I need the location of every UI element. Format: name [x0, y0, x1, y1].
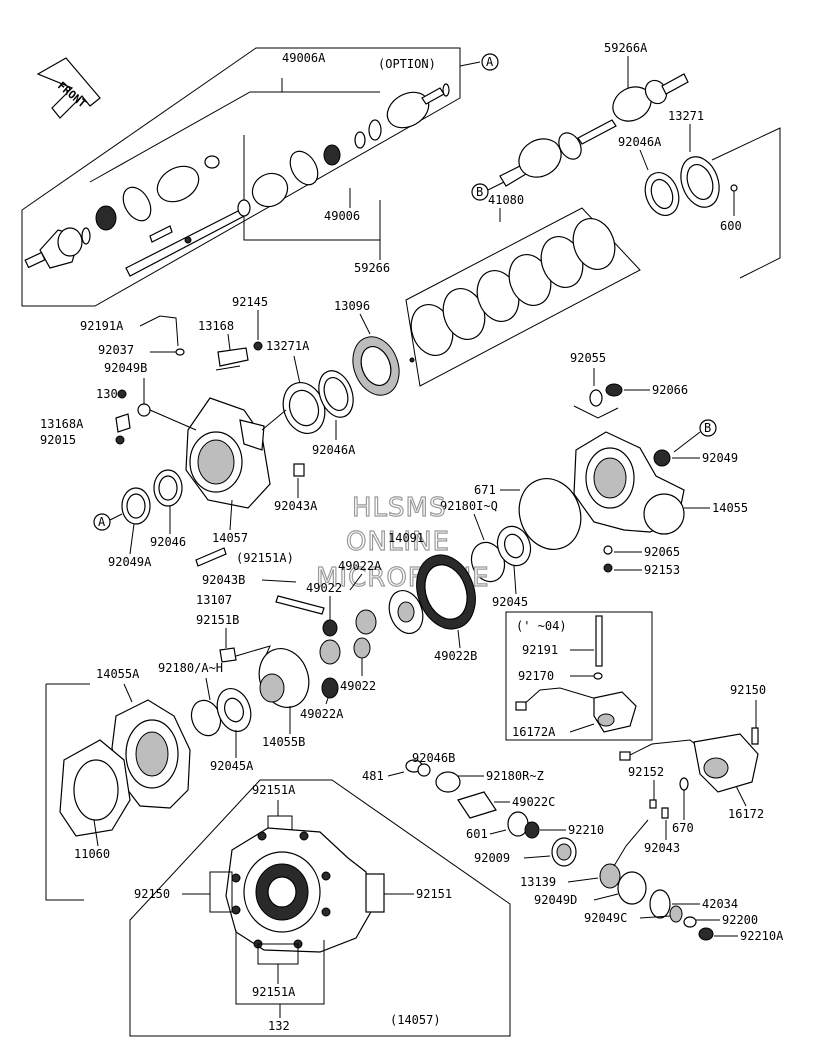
label-92045A: 92045A [210, 759, 254, 773]
label-92152: 92152 [628, 765, 664, 779]
label-92180RZ: 92180R~Z [486, 769, 544, 783]
label-92015: 92015 [40, 433, 76, 447]
label-49022A-top: 49022A [338, 559, 382, 573]
label-13107: 13107 [196, 593, 232, 607]
label-132: 132 [268, 1019, 290, 1033]
label-59266A: 59266A [604, 41, 648, 55]
ring-gear [388, 554, 476, 634]
label-92049C: 92049C [584, 911, 627, 925]
label-92045: 92045 [492, 595, 528, 609]
label-49022-a: 49022 [306, 581, 342, 595]
label-92043-b: 92043 [644, 841, 680, 855]
label-601: 601 [466, 827, 488, 841]
label-92046B: 92046B [412, 751, 455, 765]
label-92150-right: 92150 [730, 683, 766, 697]
label-13168: 13168 [198, 319, 234, 333]
label-92210A: 92210A [740, 929, 784, 943]
label-600: 600 [720, 219, 742, 233]
inset-main-label: (14057) [390, 1013, 441, 1027]
label-13139: 13139 [520, 875, 556, 889]
axle-kit-outline [21, 47, 461, 307]
front-arrow-icon: FRONT [36, 57, 101, 119]
label-92151A-mid: (92151A) [236, 551, 294, 565]
circle-a-mid: A [98, 515, 106, 529]
label-92046A-top: 92046A [618, 135, 662, 149]
label-92046A-mid: 92046A [312, 443, 356, 457]
switch-16172 [619, 733, 759, 793]
label-49022A-bot: 49022A [300, 707, 344, 721]
inset-year-label: (' ~04) [516, 619, 567, 633]
label-92151B: 92151B [196, 613, 239, 627]
label-671: 671 [474, 483, 496, 497]
label-92151-inset: 92151 [416, 887, 452, 901]
front-axle-assembly [24, 83, 450, 277]
label-92200: 92200 [722, 913, 758, 927]
label-92066: 92066 [652, 383, 688, 397]
rear-housing-14055 [573, 431, 685, 535]
pinion-stack [405, 759, 714, 941]
label-92191: 92191 [522, 643, 558, 657]
label-14091: 14091 [388, 531, 424, 545]
label-41080: 41080 [488, 193, 524, 207]
inset-switch-16172A: (' ~04) 92191 92170 16172A [505, 611, 653, 741]
label-92037: 92037 [98, 343, 134, 357]
label-11060: 11060 [74, 847, 110, 861]
label-14055B: 14055B [262, 735, 305, 749]
clutch-plate-stack [410, 218, 616, 356]
label-92191A: 92191A [80, 319, 124, 333]
label-92151A-bot: 92151A [252, 985, 296, 999]
label-14057: 14057 [212, 531, 248, 545]
label-92153: 92153 [644, 563, 680, 577]
label-13271: 13271 [668, 109, 704, 123]
label-13096: 13096 [334, 299, 370, 313]
circle-b-top: B [476, 185, 483, 199]
label-92043A: 92043A [274, 499, 318, 513]
label-92049: 92049 [702, 451, 738, 465]
label-92046: 92046 [150, 535, 186, 549]
label-16172A: 16172A [512, 725, 556, 739]
diff-case-14055B [258, 648, 310, 708]
watermark-line-1: HLSMS [352, 493, 446, 523]
label-92150-inset: 92150 [134, 887, 170, 901]
label-92180IQ: 92180I~Q [440, 499, 498, 513]
label-49006A: 49006A [282, 51, 326, 65]
label-14055: 14055 [712, 501, 748, 515]
rear-axle-shaft [499, 73, 689, 187]
watermark-line-2: ONLINE [346, 527, 450, 557]
label-92049A: 92049A [108, 555, 152, 569]
front-housing-14057 [185, 397, 271, 509]
label-92151A-top: 92151A [252, 783, 296, 797]
label-130: 130 [96, 387, 118, 401]
label-92009: 92009 [474, 851, 510, 865]
circle-b-mid: B [704, 421, 711, 435]
circle-a-top: A [486, 55, 494, 69]
label-92145: 92145 [232, 295, 268, 309]
label-92043B: 92043B [202, 573, 245, 587]
label-92055: 92055 [570, 351, 606, 365]
watermark: HLSMS ONLINE MICROFICHE [315, 492, 489, 593]
label-92065: 92065 [644, 545, 680, 559]
label-16172: 16172 [728, 807, 764, 821]
label-49006: 49006 [324, 209, 360, 223]
label-42034: 42034 [702, 897, 738, 911]
label-92049B: 92049B [104, 361, 147, 375]
option-label: (OPTION) [378, 57, 436, 71]
label-92210: 92210 [568, 823, 604, 837]
label-13271A: 13271A [266, 339, 310, 353]
label-92049D: 92049D [534, 893, 577, 907]
label-481: 481 [362, 769, 384, 783]
label-13168A: 13168A [40, 417, 84, 431]
label-59266: 59266 [354, 261, 390, 275]
label-670: 670 [672, 821, 694, 835]
label-14055A: 14055A [96, 667, 140, 681]
label-49022-b: 49022 [340, 679, 376, 693]
label-92170: 92170 [518, 669, 554, 683]
inset-housing-14057: 92151A 92150 92151 92151A 132 (14057) [129, 779, 511, 1037]
front-housing-14055A [59, 699, 191, 837]
label-92180AH: 92180/A~H [158, 661, 223, 675]
label-49022B: 49022B [434, 649, 477, 663]
label-49022C: 49022C [512, 795, 555, 809]
